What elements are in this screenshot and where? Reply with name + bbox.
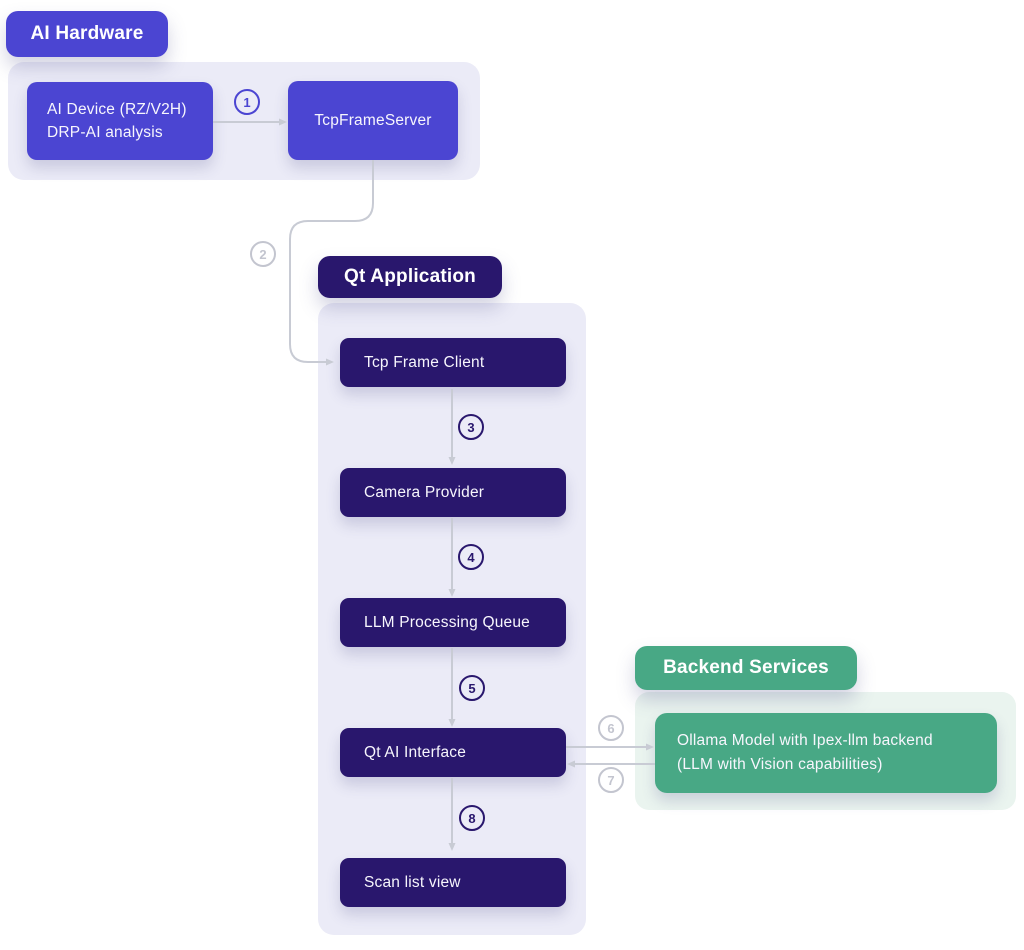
- node-tcp-frame-client: Tcp Frame Client: [340, 338, 566, 387]
- qt-ai-interface-label: Qt AI Interface: [364, 744, 467, 761]
- node-llm-processing-queue: LLM Processing Queue: [340, 598, 566, 647]
- step-badge-7: 7: [598, 767, 624, 793]
- node-ai-device: AI Device (RZ/V2H) DRP-AI analysis: [27, 82, 213, 160]
- camera-provider-label: Camera Provider: [364, 484, 485, 501]
- qt-application-section-label: Qt Application: [318, 256, 502, 298]
- ai-device-label-line2: DRP-AI analysis: [47, 124, 163, 141]
- llm-processing-queue-label: LLM Processing Queue: [364, 614, 530, 631]
- step-badge-3: 3: [458, 414, 484, 440]
- tcp-frame-client-label: Tcp Frame Client: [364, 354, 485, 371]
- ai-hardware-section-label: AI Hardware: [6, 11, 168, 57]
- ai-device-label-line1: AI Device (RZ/V2H): [47, 101, 187, 118]
- step-badge-5: 5: [459, 675, 485, 701]
- node-qt-ai-interface: Qt AI Interface: [340, 728, 566, 777]
- tcp-frame-server-label: TcpFrameServer: [314, 112, 432, 129]
- node-scan-list-view: Scan list view: [340, 858, 566, 907]
- node-tcp-frame-server: TcpFrameServer: [288, 81, 458, 160]
- node-ollama-model: Ollama Model with Ipex-llm backend (LLM …: [655, 713, 997, 793]
- step-badge-8: 8: [459, 805, 485, 831]
- scan-list-view-label: Scan list view: [364, 874, 461, 891]
- backend-services-section-label: Backend Services: [635, 646, 857, 690]
- step-badge-2: 2: [250, 241, 276, 267]
- ollama-model-label-line2: (LLM with Vision capabilities): [677, 756, 883, 773]
- step-badge-4: 4: [458, 544, 484, 570]
- ollama-model-label-line1: Ollama Model with Ipex-llm backend: [677, 732, 933, 749]
- ai-hardware-title: AI Hardware: [30, 23, 144, 44]
- qt-application-title: Qt Application: [344, 266, 476, 287]
- step-badge-6: 6: [598, 715, 624, 741]
- backend-services-title: Backend Services: [663, 657, 829, 678]
- node-camera-provider: Camera Provider: [340, 468, 566, 517]
- step-badge-1: 1: [234, 89, 260, 115]
